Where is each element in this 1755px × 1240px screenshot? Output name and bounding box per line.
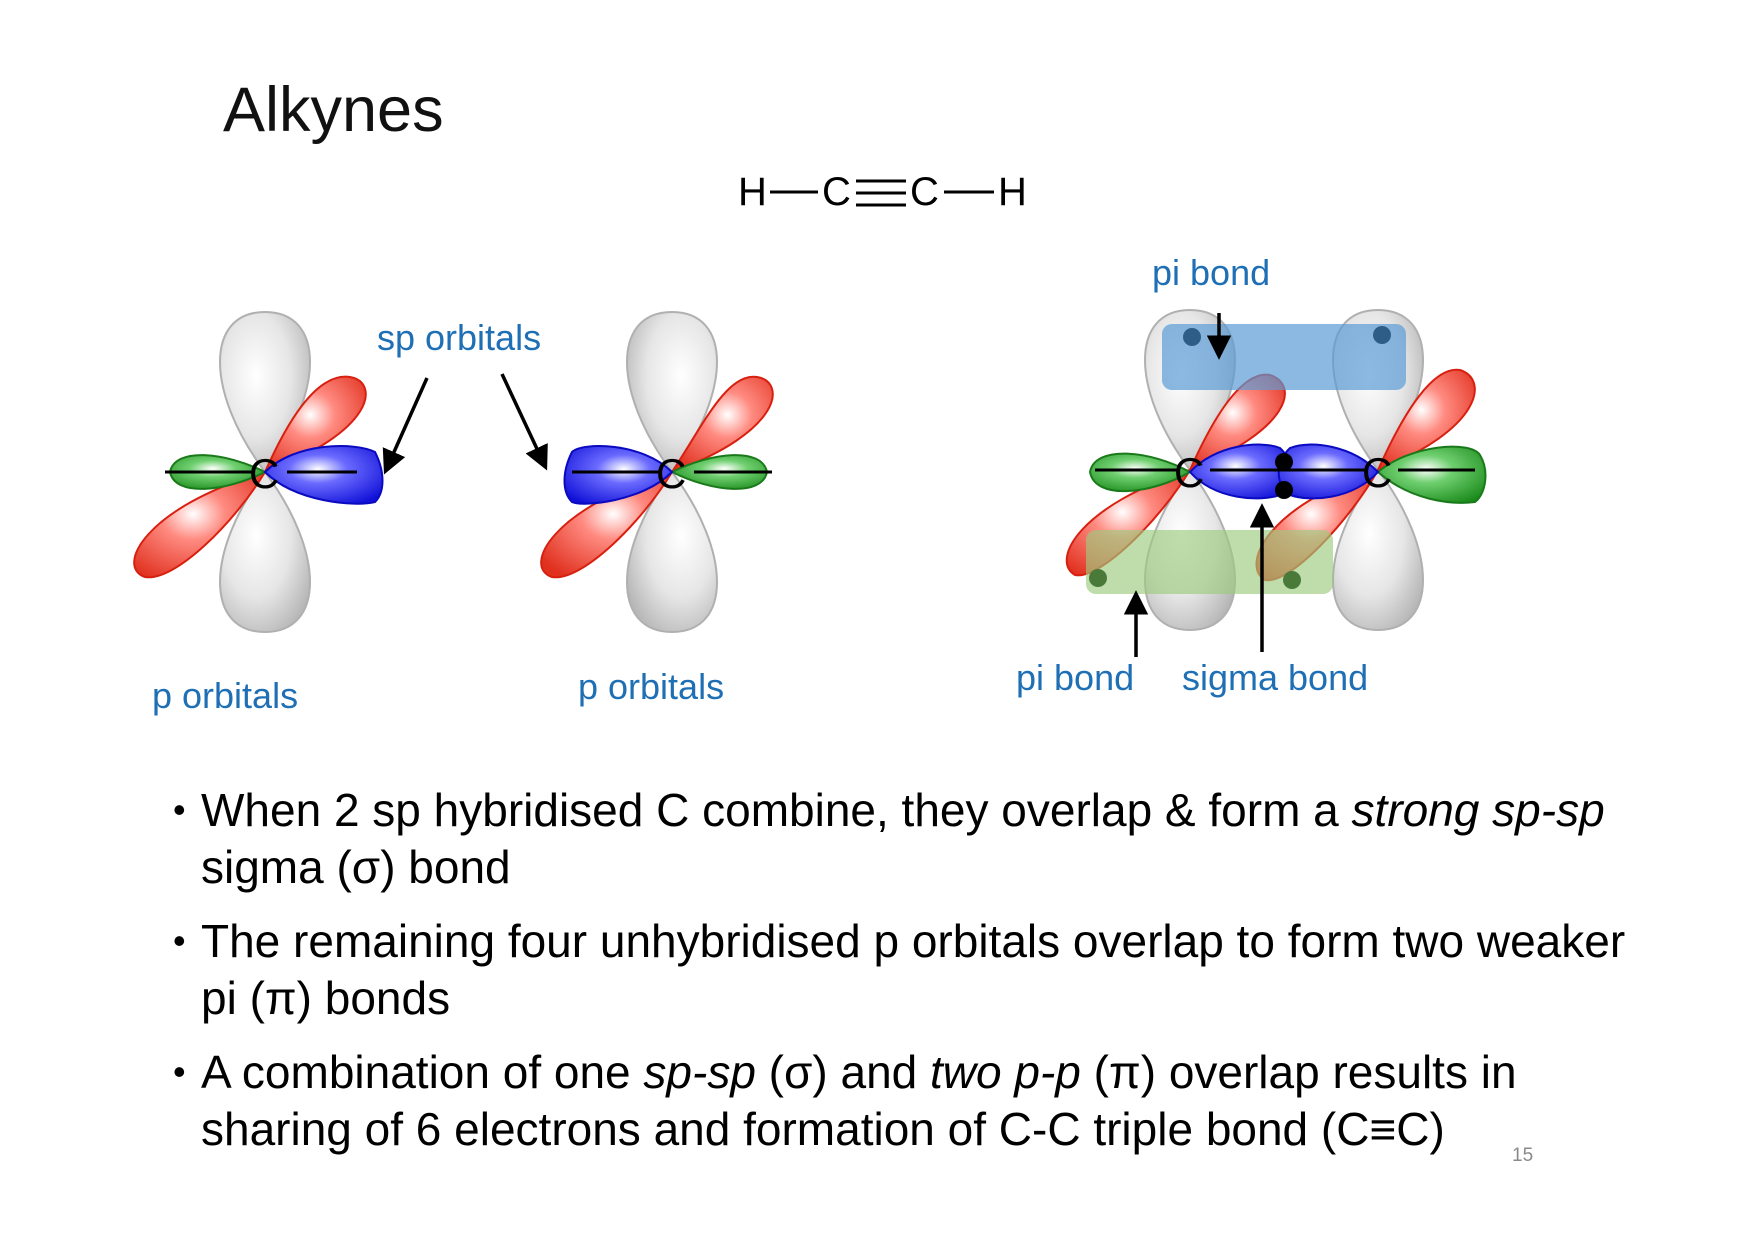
sp-orbitals-arrow <box>382 377 429 475</box>
formula-atom: H <box>998 170 1027 214</box>
triple-bond-diagram: C C <box>1065 308 1487 657</box>
sp-carbon-right: C <box>540 310 774 634</box>
p-orbitals-label: p orbitals <box>152 675 298 716</box>
pi-electron <box>1089 569 1107 587</box>
bullet-list: When 2 sp hybridised C combine, they ove… <box>170 781 1630 1175</box>
sp-carbon-left: C <box>133 311 384 633</box>
sp-orbitals-label: sp orbitals <box>377 317 541 358</box>
carbon-label: C <box>1362 449 1392 496</box>
carbon-label: C <box>1174 449 1204 496</box>
sigma-electron <box>1275 453 1293 471</box>
pi-electron <box>1283 571 1301 589</box>
slide-title: Alkynes <box>223 75 444 145</box>
structural-formula: H C C H <box>738 170 1027 214</box>
orbital-diagram: H C C H C C sp orbitals p orbitals p or <box>133 170 1487 716</box>
pi-electron <box>1373 326 1391 344</box>
sigma-bond-label: sigma bond <box>1182 657 1368 698</box>
formula-atom: C <box>910 170 939 214</box>
sigma-electron <box>1275 481 1293 499</box>
pi-bond-label-bottom: pi bond <box>1016 657 1134 698</box>
formula-atom: H <box>738 170 767 214</box>
slide-number: 15 <box>1512 1145 1534 1166</box>
carbon-label: C <box>656 450 686 497</box>
p-orbitals-label: p orbitals <box>578 666 724 707</box>
pi-bond-label-top: pi bond <box>1152 252 1270 293</box>
pi-electron <box>1183 328 1201 346</box>
bullet-item: A combination of one sp-sp (σ) and two p… <box>170 1043 1630 1158</box>
formula-atom: C <box>822 170 851 214</box>
pi-bond-bottom-region <box>1086 530 1333 594</box>
carbon-label: C <box>249 450 279 497</box>
sp-orbitals-arrow <box>500 373 548 471</box>
bullet-item: When 2 sp hybridised C combine, they ove… <box>170 781 1630 896</box>
bullet-item: The remaining four unhybridised p orbita… <box>170 912 1630 1027</box>
